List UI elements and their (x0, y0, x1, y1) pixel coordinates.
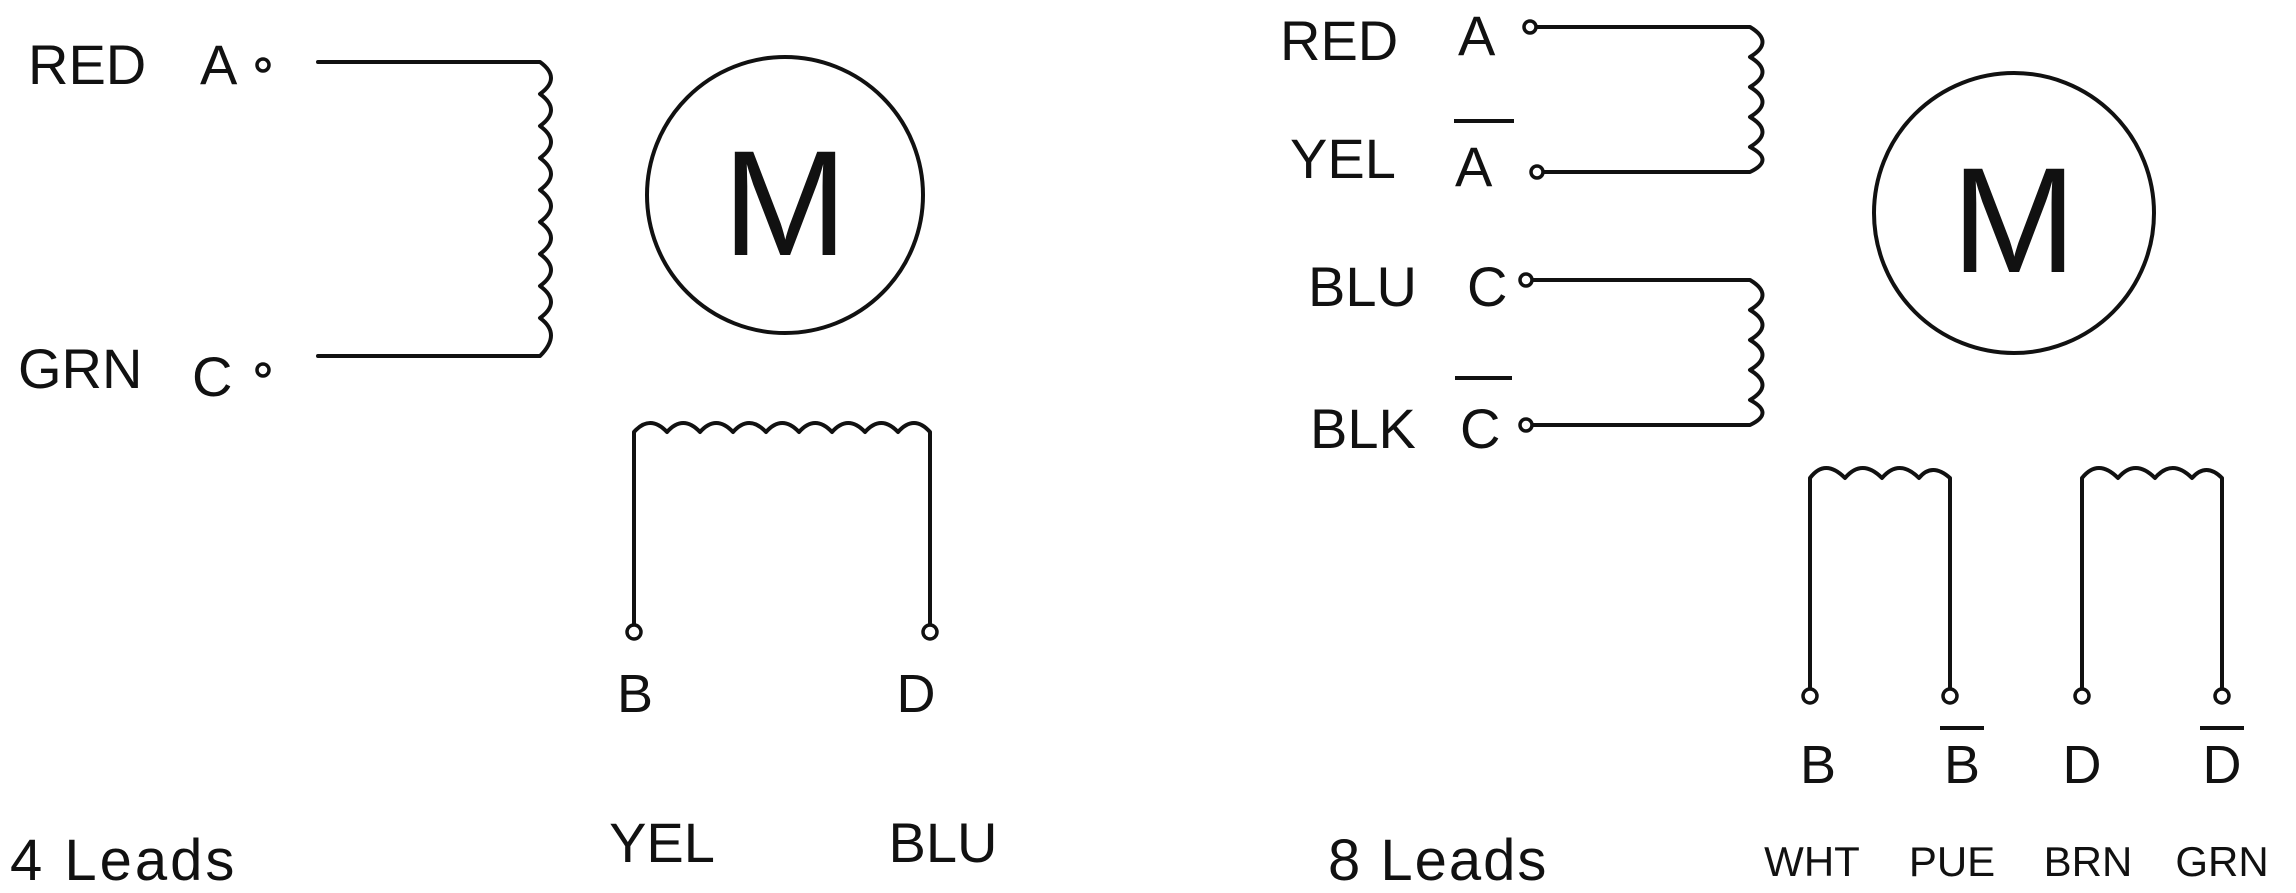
caption-8-leads: 8 Leads (1328, 828, 1548, 893)
lead-8-pue-wire: PUE (1909, 838, 1995, 885)
terminal-8-a (1522, 19, 1538, 35)
coil-a-abar (1534, 25, 1765, 174)
coil-c-cbar (1530, 278, 1765, 427)
coil-d-dbar (2080, 466, 2224, 692)
motor-label-8: M (1952, 136, 2077, 304)
terminal-d (921, 623, 939, 641)
terminal-b (625, 623, 643, 641)
lead-b-terminal: B (617, 664, 653, 724)
lead-red-wire: RED (28, 33, 146, 96)
terminal-a (255, 57, 271, 73)
terminal-8-cbar (1518, 417, 1534, 433)
motor-label: M (723, 119, 848, 287)
coil-b-d (632, 421, 932, 627)
coil-a-c (316, 60, 553, 358)
terminal-8-bbar (1941, 687, 1959, 705)
lead-blu-wire: BLU (889, 811, 998, 874)
terminal-8-abar (1529, 164, 1545, 180)
terminal-8-d (2073, 687, 2091, 705)
lead-a-terminal: A (200, 33, 238, 96)
terminal-8-b (1801, 687, 1819, 705)
terminal-8-c (1518, 272, 1534, 288)
lead-8-dbar-terminal: D (2203, 735, 2242, 795)
lead-yel-wire: YEL (609, 811, 715, 874)
lead-d-terminal: D (897, 664, 936, 724)
caption-4-leads: 4 Leads (10, 828, 237, 893)
lead-8-bbar-terminal: B (1944, 735, 1980, 795)
lead-8-grn-wire: GRN (2175, 838, 2268, 885)
lead-8-brn-wire: BRN (2044, 838, 2133, 885)
lead-grn-wire: GRN (18, 337, 142, 400)
terminal-8-dbar (2213, 687, 2231, 705)
lead-8-yel-wire: YEL (1290, 127, 1396, 190)
lead-8-c-terminal: C (1467, 255, 1507, 318)
lead-8-wht-wire: WHT (1764, 838, 1860, 885)
lead-8-blk-wire: BLK (1310, 397, 1416, 460)
motor-circle (645, 55, 925, 335)
lead-c-terminal: C (192, 345, 232, 408)
lead-8-b-terminal: B (1800, 735, 1836, 795)
lead-8-red-wire: RED (1280, 9, 1398, 72)
eight-lead-diagram: M RED A YEL A BLU C BLK C B B D D (1280, 4, 2269, 893)
lead-8-blu-wire: BLU (1308, 255, 1417, 318)
lead-8-d-terminal: D (2063, 735, 2102, 795)
terminal-c (255, 362, 271, 378)
motor-circle-8 (1872, 71, 2156, 355)
coil-b-bbar (1808, 466, 1952, 692)
lead-8-a-terminal: A (1458, 4, 1496, 67)
four-lead-diagram: M RED A GRN C B D YEL BLU 4 Leads (10, 33, 997, 893)
lead-8-abar-terminal: A (1455, 135, 1493, 198)
lead-8-cbar-terminal: C (1460, 397, 1500, 460)
